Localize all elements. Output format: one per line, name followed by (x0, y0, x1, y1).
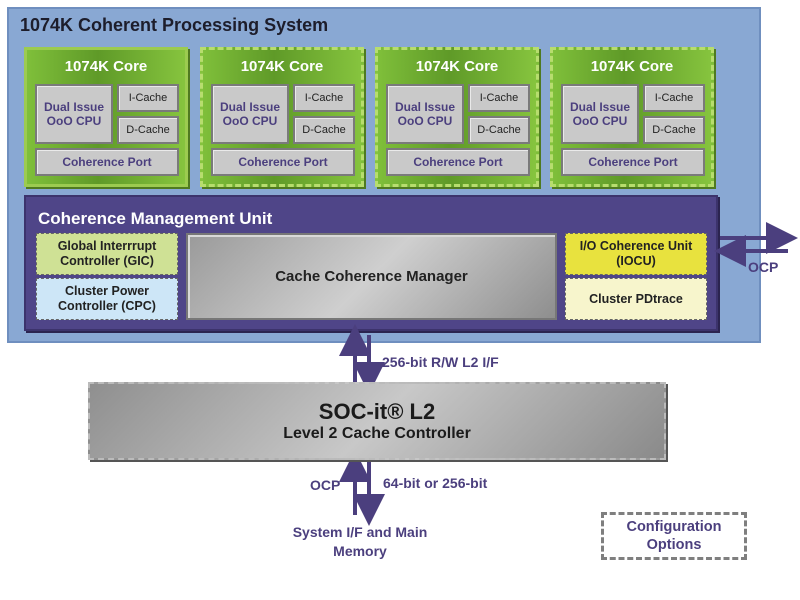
core-title: 1074K Core (240, 58, 324, 75)
cpu-block: Dual Issue OoO CPU (386, 84, 464, 144)
l2-title: SOC-it® L2 (318, 399, 436, 424)
system-title: 1074K Coherent Processing System (20, 15, 329, 35)
dcache-block: D-Cache (468, 116, 530, 144)
ocp-bottom-label: OCP (310, 477, 341, 493)
configuration-options-legend: Configuration Options (601, 512, 747, 560)
icache-block: I-Cache (293, 84, 355, 112)
core-4: 1074K Core Dual Issue OoO CPU I-Cache D-… (550, 47, 714, 187)
dcache-block: D-Cache (117, 116, 179, 144)
coherence-port-block: Coherence Port (561, 148, 705, 176)
memory-width-label: 64-bit or 256-bit (383, 475, 488, 491)
icache-block: I-Cache (117, 84, 179, 112)
l2-cache-controller: SOC-it® L2 Level 2 Cache Controller (88, 382, 666, 460)
dcache-block: D-Cache (293, 116, 355, 144)
core-title: 1074K Core (590, 58, 674, 75)
cpu-block: Dual Issue OoO CPU (561, 84, 639, 144)
ocp-right-label: OCP (748, 259, 779, 275)
core-3: 1074K Core Dual Issue OoO CPU I-Cache D-… (375, 47, 539, 187)
l2-subtitle: Level 2 Cache Controller (283, 425, 471, 442)
cpu-block: Dual Issue OoO CPU (211, 84, 289, 144)
cmu-title: Coherence Management Unit (38, 209, 273, 228)
core-title: 1074K Core (415, 58, 499, 75)
coherence-port-block: Coherence Port (35, 148, 179, 176)
icache-block: I-Cache (643, 84, 705, 112)
coherence-port-block: Coherence Port (211, 148, 355, 176)
iocu-block: I/O Coherence Unit (IOCU) (565, 233, 707, 275)
cpu-block: Dual Issue OoO CPU (35, 84, 113, 144)
core-2: 1074K Core Dual Issue OoO CPU I-Cache D-… (200, 47, 364, 187)
core-1: 1074K Core Dual Issue OoO CPU I-Cache D-… (24, 47, 188, 187)
system-memory-label: System I/F and Main Memory (292, 524, 428, 559)
dcache-block: D-Cache (643, 116, 705, 144)
coherence-port-block: Coherence Port (386, 148, 530, 176)
gic-block: Global Interrrupt Controller (GIC) (36, 233, 178, 275)
l2-interface-label: 256-bit R/W L2 I/F (382, 354, 499, 370)
cache-coherence-manager: Cache Coherence Manager (186, 233, 557, 320)
cpc-block: Cluster Power Controller (CPC) (36, 278, 178, 320)
icache-block: I-Cache (468, 84, 530, 112)
core-title: 1074K Core (64, 58, 148, 75)
pdtrace-block: Cluster PDtrace (565, 278, 707, 320)
